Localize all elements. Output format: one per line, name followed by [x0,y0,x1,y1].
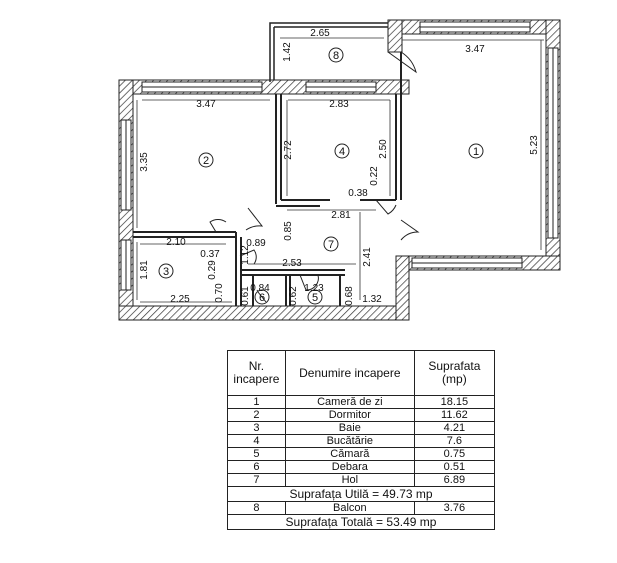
interior-walls [133,52,402,306]
dim-label: 2.41 [362,247,373,267]
dim-label: 3.47 [196,99,216,110]
windows [120,21,559,291]
cell-name: Cameră de zi [284,395,415,409]
useful-area-row: Suprafața Utilă = 49.73 mp [227,486,495,502]
balcony-outline [269,22,388,82]
table-row: 6 Debara 0.51 [227,460,496,474]
dim-label: 3.35 [139,152,150,172]
cell-name: Hol [284,473,415,487]
cell-name: Baie [284,421,415,435]
dim-label: 0.85 [283,221,294,241]
dim-label: 1.23 [304,283,324,294]
room-5-label: 5 [307,289,323,305]
dim-label: 0.61 [240,286,251,306]
svg-text:5: 5 [312,292,318,304]
dim-label: 2.25 [170,294,190,305]
dim-label: 0.62 [288,286,299,306]
svg-text:1: 1 [473,146,479,158]
cell-nr: 1 [227,395,286,409]
cell-nr: 3 [227,421,286,435]
cell-name: Dormitor [284,408,415,422]
dim-label: 0.37 [200,249,220,260]
room-labels: 1 2 3 4 5 6 7 8 [158,47,484,305]
dimension-labels: 2.65 1.42 3.47 5.23 3.47 2.83 3.35 2.72 … [139,28,540,306]
dim-label: 2.10 [166,237,186,248]
dimension-lines [136,37,544,303]
dim-label: 0.22 [369,166,380,186]
dim-label: 1.12 [240,245,251,265]
cell-area: 0.51 [413,460,496,474]
table-row: 4 Bucătărie 7.6 [227,434,496,448]
room-2-label: 2 [198,152,214,168]
cell-nr: 5 [227,447,286,461]
svg-text:7: 7 [328,239,334,251]
cell-area: 4.21 [413,421,496,435]
table-row: 5 Cămară 0.75 [227,447,496,461]
table-row: 7 Hol 6.89 [227,473,496,487]
table-row: 1 Cameră de zi 18.15 [227,395,496,409]
svg-text:8: 8 [333,50,339,62]
dim-label: 2.72 [283,140,294,160]
header-name: Denumire incapere [284,350,415,396]
dim-label: 2.50 [378,139,389,159]
cell-name: Balcon [284,501,415,515]
cell-area: 18.15 [413,395,496,409]
cell-name: Bucătărie [284,434,415,448]
floor-plan: 1 2 3 4 5 6 7 8 2.65 [118,19,561,321]
cell-area: 3.76 [413,501,496,515]
dim-label: 0.29 [207,260,218,280]
area-table: Nr. incapere Denumire incapere Suprafata… [227,350,496,530]
svg-text:4: 4 [339,146,345,158]
total-area: Suprafața Totală = 53.49 mp [227,514,495,530]
table-row: 3 Baie 4.21 [227,421,496,435]
dim-label: 3.47 [465,44,485,55]
dim-label: 0.70 [214,283,225,303]
dim-label: 2.65 [310,28,330,39]
cell-nr: 6 [227,460,286,474]
cell-area: 0.75 [413,447,496,461]
cell-area: 7.6 [413,434,496,448]
total-area-row: Suprafața Totală = 53.49 mp [227,514,495,530]
balcony-row: 8 Balcon 3.76 [227,501,496,515]
table-row: 2 Dormitor 11.62 [227,408,496,422]
room-6-label: 6 [254,289,270,305]
dim-label: 2.81 [331,210,351,221]
room-3-label: 3 [158,263,174,279]
door-swings [209,51,420,303]
dim-label: 1.32 [362,294,382,305]
header-area: Suprafata (mp) [413,350,496,396]
svg-text:6: 6 [259,292,265,304]
cell-nr: 2 [227,408,286,422]
useful-area: Suprafața Utilă = 49.73 mp [227,486,495,502]
room-4-label: 4 [334,143,350,159]
svg-text:3: 3 [163,266,169,278]
dim-label: 0.38 [348,188,368,199]
dim-label: 1.81 [139,260,150,280]
dim-label: 1.42 [282,42,293,62]
cell-nr: 8 [227,501,286,515]
dim-label: 0.68 [344,286,355,306]
dim-label: 2.53 [282,258,302,269]
room-8-label: 8 [328,47,344,63]
table-header-row: Nr. incapere Denumire incapere Suprafata… [227,350,496,396]
dim-label: 0.89 [246,238,266,249]
cell-name: Debara [284,460,415,474]
dim-label: 0.84 [250,283,270,294]
room-1-label: 1 [468,143,484,159]
cell-nr: 4 [227,434,286,448]
cell-area: 6.89 [413,473,496,487]
dim-label: 5.23 [529,135,540,155]
cell-area: 11.62 [413,408,496,422]
header-nr: Nr. incapere [227,350,286,396]
cell-name: Cămară [284,447,415,461]
svg-text:2: 2 [203,155,209,167]
cell-nr: 7 [227,473,286,487]
dim-label: 2.83 [329,99,349,110]
room-7-label: 7 [323,236,339,252]
